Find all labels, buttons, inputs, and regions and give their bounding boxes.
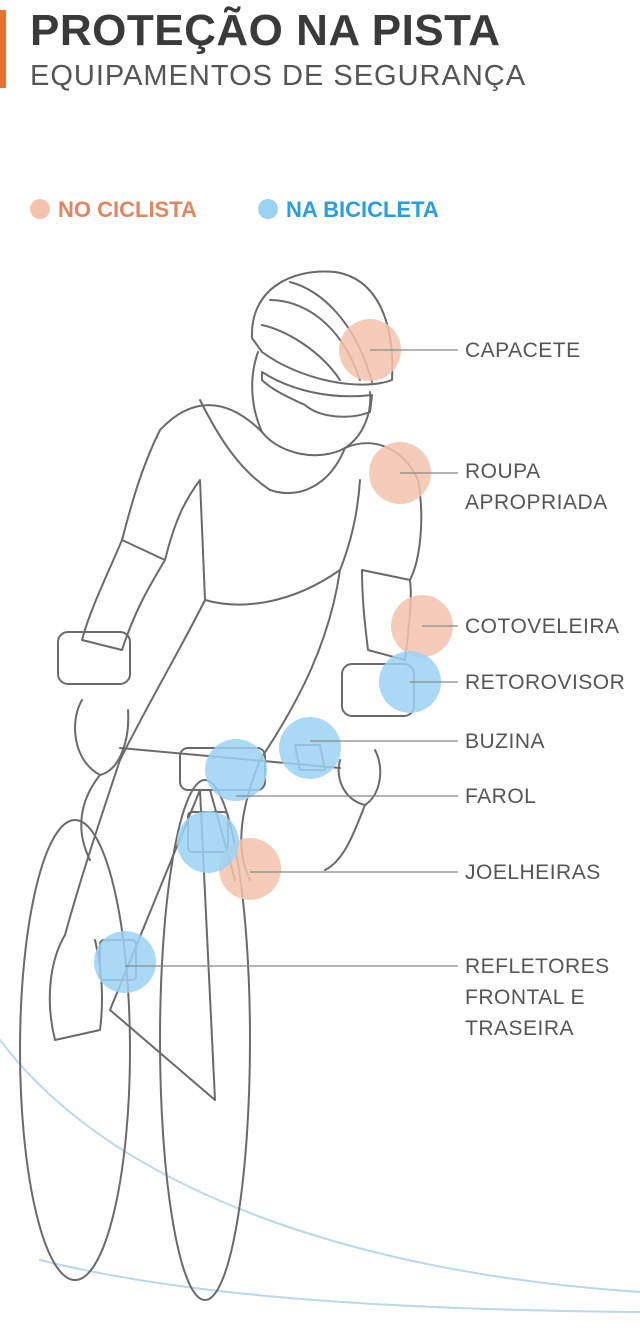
page-subtitle: EQUIPAMENTOS DE SEGURANÇA [30, 60, 527, 92]
label-retorovisor: RETOROVISOR [465, 671, 626, 694]
leader-lines [125, 349, 458, 967]
jersey [121, 404, 361, 606]
legend-bike-label: NA BICICLETA [286, 197, 439, 222]
label-refletores: REFLETORES FRONTAL E TRASEIRA [465, 955, 610, 1040]
label-buzina: BUZINA [465, 730, 546, 753]
head [251, 351, 372, 457]
label-cotoveleira: COTOVELEIRA [465, 615, 620, 638]
label-joelheiras: JOELHEIRAS [465, 861, 601, 884]
label-capacete: CAPACETE [465, 339, 581, 362]
rear-wheel [19, 819, 131, 1281]
legend-bike-dot [258, 199, 278, 219]
bike-frame [109, 789, 236, 1101]
legend-rider-dot [30, 199, 50, 219]
label-roupa: ROUPA APROPRIADA [465, 460, 608, 514]
legend-rider-label: NO CICLISTA [58, 197, 197, 222]
helmet [250, 270, 394, 386]
legend-rider: NO CICLISTA [30, 197, 197, 223]
horn-highlight [279, 717, 341, 779]
sunglasses [261, 371, 373, 418]
track-curve-2 [39, 1259, 640, 1313]
left-arm [81, 539, 166, 651]
front-wheel [159, 779, 251, 1301]
right-hand [337, 749, 382, 806]
legend-bike: NA BICICLETA [258, 197, 439, 223]
label-farol: FAROL [465, 785, 537, 808]
track-curve [0, 1039, 640, 1293]
rear-reflector-highlight [94, 931, 156, 993]
accent-bar [0, 10, 6, 88]
bike-highlights [94, 651, 441, 993]
front-reflector-highlight [177, 811, 239, 873]
left-mirror [57, 631, 131, 685]
left-hand [74, 699, 130, 776]
page-title: PROTEÇÃO NA PISTA [30, 6, 501, 55]
headlight-highlight [205, 739, 267, 801]
